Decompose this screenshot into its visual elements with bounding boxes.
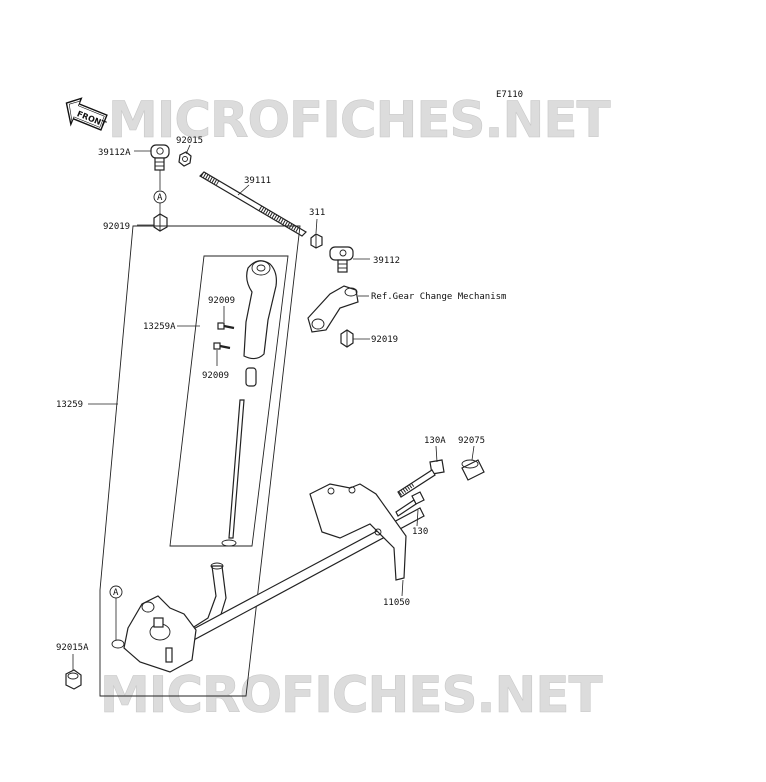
gear-change-arm	[307, 285, 359, 333]
watermark-bottom: MICROFICHES.NET	[100, 666, 603, 724]
o-ring	[221, 539, 237, 547]
label-92019-right: 92019	[371, 335, 398, 345]
assembly-outline-13259a	[169, 255, 289, 547]
circle-a-bottom-label: A	[113, 588, 119, 598]
rod-end-39112a	[150, 144, 170, 171]
watermark-top: MICROFICHES.NET	[108, 91, 611, 149]
rod-39111	[199, 171, 307, 237]
nut-92015a	[65, 669, 82, 690]
nut-92019-top	[153, 213, 168, 232]
front-arrow-icon: FRONT	[65, 97, 108, 131]
label-39111: 39111	[244, 176, 271, 186]
label-92075: 92075	[458, 436, 485, 446]
label-92015: 92015	[176, 136, 203, 146]
label-13259: 13259	[56, 400, 83, 410]
diagram-id: E7110	[496, 90, 523, 100]
label-92015a: 92015A	[56, 643, 89, 653]
circle-a-top-label: A	[157, 193, 163, 203]
label-311: 311	[309, 208, 325, 218]
label-13259a: 13259A	[143, 322, 176, 332]
bracket-11050	[309, 483, 407, 581]
spacer-92075	[461, 459, 485, 481]
label-11050: 11050	[383, 598, 410, 608]
shift-knob	[243, 260, 277, 360]
nut-92015	[178, 151, 192, 167]
label-92019-top: 92019	[103, 222, 130, 232]
label-92009-lower: 92009	[202, 371, 229, 381]
label-ref-gear-change: Ref.Gear Change Mechanism	[371, 292, 506, 302]
pivot-housing	[111, 595, 197, 673]
label-92009-upper: 92009	[208, 296, 235, 306]
assembly-outline-13259	[99, 225, 301, 697]
rod-end-39112	[329, 246, 354, 273]
label-39112a: 39112A	[98, 148, 131, 158]
bolt-130	[395, 491, 425, 517]
sleeve	[245, 367, 257, 387]
reference-circle-a-top: A	[153, 170, 167, 214]
nut-92019-right	[340, 329, 354, 348]
screw-92009-upper	[217, 322, 235, 330]
label-130: 130	[412, 527, 428, 537]
reference-circle-a-bottom: A	[109, 585, 123, 640]
shift-rod	[228, 399, 245, 539]
label-39112: 39112	[373, 256, 400, 266]
nut-311	[310, 233, 323, 249]
bolt-130a	[397, 459, 445, 498]
leader-lines	[72, 144, 475, 670]
label-130a: 130A	[424, 436, 446, 446]
screw-92009-lower	[213, 342, 231, 350]
